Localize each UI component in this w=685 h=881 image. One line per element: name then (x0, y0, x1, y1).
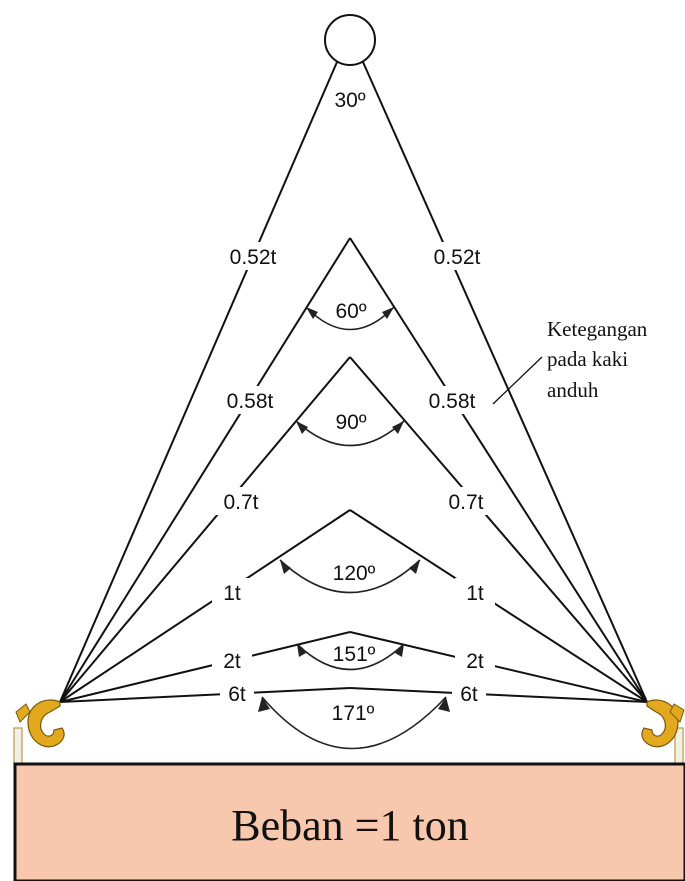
lifting-ring (324, 14, 376, 66)
angle-label-171: 171º (332, 702, 375, 725)
arc-arrowhead (258, 697, 270, 712)
left-hook (13, 699, 65, 765)
angle-arc-151 (296, 643, 405, 671)
tension-label-right: 6t (460, 683, 478, 706)
arc-arrowhead (438, 697, 450, 712)
tension-label-right: 0.52t (434, 246, 481, 269)
sling-leg-151-left (59, 631, 351, 703)
tension-label-right: 2t (466, 650, 484, 673)
annotation-line: Ketegangan (547, 317, 648, 341)
tension-label-left: 0.7t (223, 491, 258, 514)
label-backgrounds (212, 242, 495, 707)
tension-label-left: 0.52t (230, 246, 277, 269)
tension-label-left: 1t (223, 582, 241, 605)
tension-label-left: 0.58t (227, 390, 274, 413)
arc-arrowhead (306, 307, 318, 319)
tension-label-right: 0.58t (429, 390, 476, 413)
sling-leg-120-left (59, 509, 351, 703)
annotation-line: anduh (547, 378, 599, 402)
arc-arrowhead (280, 560, 291, 574)
hook-stem (13, 727, 23, 765)
arc-arrowhead (296, 421, 308, 434)
tension-label-right: 0.7t (448, 491, 483, 514)
tension-label-right: 1t (466, 582, 484, 605)
angle-arcs (258, 306, 450, 750)
sling-leg-30-left (59, 61, 338, 703)
annotation-line: pada kaki (547, 347, 628, 371)
hook-latch (669, 703, 685, 723)
tension-label-left: 6t (228, 683, 246, 706)
load-label: Beban =1 ton (231, 801, 468, 850)
hook-icon (641, 699, 679, 748)
tension-label-left: 2t (223, 650, 241, 673)
sling-leg-120-right (349, 509, 648, 703)
sling-leg-60-left (59, 237, 351, 703)
sling-leg-151-right (349, 631, 648, 703)
sling-leg-90-right (349, 356, 648, 703)
sling-leg-171-left (59, 687, 351, 703)
hook-latch (15, 703, 31, 723)
angle-label-90: 90º (335, 411, 366, 434)
right-hook (641, 699, 685, 765)
arc-arrowhead (382, 307, 394, 319)
angle-label-120: 120º (333, 562, 376, 585)
sling-leg-171-right (349, 687, 648, 703)
angle-arc-171 (261, 696, 447, 750)
hook-icon (27, 699, 65, 748)
annotation-leader-line (492, 356, 543, 405)
angle-arc-120 (279, 559, 421, 594)
sling-leg-90-left (59, 356, 351, 703)
angle-label-60: 60º (335, 300, 366, 323)
angle-arc-90 (295, 420, 405, 447)
angle-label-151: 151º (333, 643, 376, 666)
arc-arrowhead (297, 644, 306, 657)
sling-leg-30-right (362, 61, 648, 703)
sling-leg-60-right (349, 237, 648, 703)
arc-arrowhead (409, 560, 420, 574)
arc-arrowhead (395, 644, 404, 657)
angle-label-30: 30º (334, 89, 365, 112)
arc-arrowhead (392, 421, 404, 434)
load-block (13, 762, 685, 881)
